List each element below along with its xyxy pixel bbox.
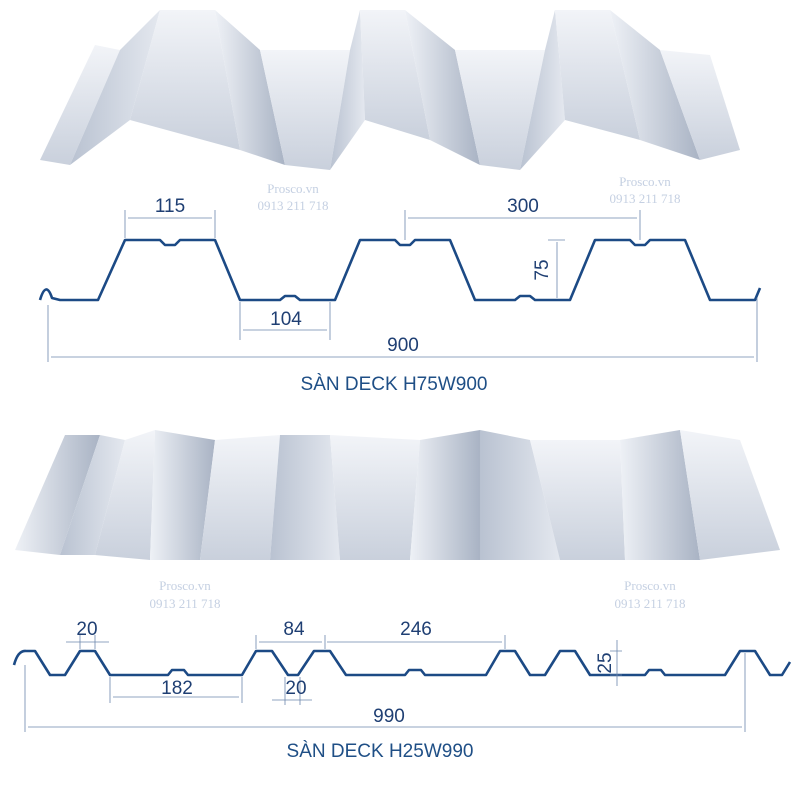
dim-pitch: 246	[400, 619, 432, 640]
watermarks: Prosco.vn 0913 211 718 Prosco.vn 0913 21…	[149, 174, 685, 611]
watermark-phone: 0913 211 718	[609, 191, 680, 206]
deck-h75-sheet-image	[40, 10, 740, 170]
deck-h75-profile: 115 300 75 104 900 SÀN DECK H75W900	[38, 196, 762, 395]
deck-h25-sheet-image	[15, 430, 780, 560]
dim-bottom-width: 182	[161, 678, 193, 699]
deck-h25-profile: 20 84 246 182 20 25 990 SÀN DECK H25W990	[12, 619, 792, 762]
dim-top-width: 115	[155, 196, 185, 217]
dim-bottom-rib: 20	[285, 678, 306, 699]
watermark-site: Prosco.vn	[624, 578, 676, 593]
dim-total-width: 900	[387, 335, 419, 356]
dim-rib-width: 84	[283, 619, 305, 640]
watermark-phone: 0913 211 718	[149, 596, 220, 611]
dim-height: 25	[595, 652, 616, 673]
deck-h25-title: SÀN DECK H25W990	[287, 741, 474, 762]
dim-top-rib: 20	[76, 619, 97, 640]
dim-total-width: 990	[373, 706, 405, 727]
dim-bottom-width: 104	[270, 309, 302, 330]
watermark-site: Prosco.vn	[267, 181, 319, 196]
watermark-site: Prosco.vn	[159, 578, 211, 593]
deck-h75-title: SÀN DECK H75W900	[301, 374, 488, 395]
dim-height: 75	[532, 259, 553, 280]
dim-pitch: 300	[507, 196, 539, 217]
watermark-phone: 0913 211 718	[257, 198, 328, 213]
watermark-phone: 0913 211 718	[614, 596, 685, 611]
watermark-site: Prosco.vn	[619, 174, 671, 189]
